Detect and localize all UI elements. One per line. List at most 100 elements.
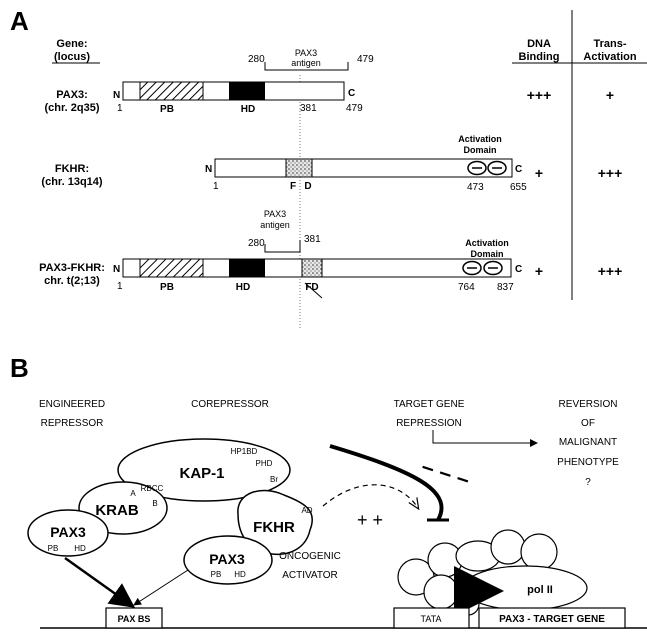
fkhr-activation-dashed-arrow: [322, 484, 418, 508]
fkhr-ad-end: 655: [510, 182, 527, 193]
pax3-dna-binding: +++: [527, 87, 552, 103]
target-gene-repression-label: TARGET GENE: [394, 399, 465, 410]
oncogenic-activator-label-2: ACTIVATOR: [282, 570, 338, 581]
fusion-antigen-start: 280: [248, 238, 265, 249]
pax3-transactivation: +: [606, 87, 614, 103]
pax-binding-site-box: [105, 607, 163, 629]
engineered-pax3-hd: HD: [74, 544, 86, 553]
plus-signs: + +: [357, 510, 383, 530]
panel-a: A Gene: (locus) DNA Binding Trans- Activ…: [10, 6, 647, 328]
transcription-factor-complex: [520, 533, 558, 571]
pax3-start-pos: 1: [117, 103, 123, 114]
fusion-paired-box-domain: [139, 258, 204, 278]
pol-ii-label: pol II: [527, 584, 553, 596]
target-gene-repression-label-2: REPRESSION: [396, 418, 462, 429]
fusion-c-terminus: C: [515, 264, 522, 275]
fkhr-ad-start: 473: [467, 182, 484, 193]
fkhr-row: FKHR: (chr. 13q14) Activation Domain N C…: [41, 134, 622, 193]
dna-binding-header: DNA: [527, 38, 551, 50]
reversion-label-2: OF: [581, 418, 595, 429]
fkhr-transactivation: +++: [598, 165, 623, 181]
oncogenic-pax3-hd: HD: [234, 570, 246, 579]
fusion-breakpoint-mark: [304, 282, 323, 299]
engineered-pax3-pb: PB: [48, 544, 59, 553]
fusion-ad-start: 764: [458, 282, 475, 293]
fusion-antigen-end: 381: [304, 234, 321, 245]
fusion-activation-domain-label: Activation: [465, 238, 509, 248]
fusion-transactivation: +++: [598, 263, 623, 279]
phd-domain-label: PHD: [256, 459, 273, 468]
reversion-question-mark: ?: [585, 477, 591, 488]
locus-header: (locus): [54, 51, 90, 63]
pax3-locus: (chr. 2q35): [44, 102, 99, 114]
fkhr-ad-label: AD: [301, 506, 312, 515]
fkhr-f-label: F: [290, 181, 296, 192]
kap1-repression-arrow: [329, 444, 444, 521]
pax3-homeodomain: [229, 82, 265, 100]
fusion-row: PAX3-FKHR: chr. t(2;13) PAX3 antigen 280…: [39, 209, 623, 299]
fusion-n-terminus: N: [113, 264, 120, 275]
pax3-paired-box-domain: [139, 81, 204, 101]
oncogenic-pax3-pb: PB: [211, 570, 222, 579]
transcription-factor-complex: [423, 574, 459, 610]
reversion-label-3: MALIGNANT: [559, 437, 617, 448]
fusion-locus: chr. t(2;13): [44, 275, 100, 287]
oncogenic-binding-arrow: [133, 569, 189, 606]
fusion-dna-binding: +: [535, 263, 543, 279]
tata-label: TATA: [421, 614, 442, 624]
hp1bd-domain-label: HP1BD: [231, 447, 258, 456]
pax-binding-site-label: PAX BS: [118, 614, 151, 624]
pax3-antigen-start: 280: [248, 54, 265, 65]
fkhr-n-terminus: N: [205, 164, 212, 175]
fkhr-c-terminus: C: [515, 164, 522, 175]
rbcc-domain-label: RBCC: [141, 484, 164, 493]
pax3-antigen-label-2: antigen: [291, 58, 321, 68]
kap1-label: KAP-1: [179, 465, 224, 482]
engineered-repressor-label-2: REPRESSOR: [41, 418, 104, 429]
br-domain-label: Br: [270, 475, 278, 484]
krab-label: KRAB: [95, 502, 138, 519]
fkhr-locus: (chr. 13q14): [41, 176, 102, 188]
target-gene-box: [478, 607, 626, 629]
fusion-gene-name: PAX3-FKHR:: [39, 262, 105, 274]
pax3-row: PAX3: (chr. 2q35) 280 PAX3 antigen 479 N…: [44, 48, 614, 115]
fusion-antigen-label-2: antigen: [260, 220, 290, 230]
gene-header: Gene:: [56, 38, 87, 50]
pax3-gene-name: PAX3:: [56, 89, 88, 101]
panel-b: B ENGINEERED REPRESSOR COREPRESSOR TARGE…: [10, 353, 647, 629]
tata-box: [393, 607, 470, 629]
fkhr-activation-domain-label: Activation: [458, 134, 502, 144]
engineered-binding-arrow: [64, 556, 136, 608]
pax3-pos-381: 381: [300, 103, 317, 114]
pol-ii-complex: [462, 565, 588, 611]
krab-a-box-label: A: [130, 489, 136, 498]
fusion-ad-end: 837: [497, 282, 514, 293]
engineered-repressor-label: ENGINEERED: [39, 399, 105, 410]
pax3-pb-label: PB: [160, 104, 174, 115]
fusion-forkhead-domain: [301, 258, 323, 278]
fusion-fd-label: FD: [305, 282, 318, 293]
reversion-label-4: PHENOTYPE: [557, 457, 619, 468]
fkhr-activation-domain-label-2: Domain: [463, 145, 496, 155]
fkhr-dna-binding: +: [535, 165, 543, 181]
pax3-antigen-label: PAX3: [295, 48, 317, 58]
transcription-factor-complex: [490, 529, 526, 565]
fkhr-gene-name: FKHR:: [55, 163, 89, 175]
fkhr-forkhead-domain: [285, 158, 313, 178]
engineered-pax3-label: PAX3: [50, 524, 86, 540]
panel-a-label: A: [10, 6, 29, 36]
fusion-pb-label: PB: [160, 282, 174, 293]
fusion-homeodomain: [229, 259, 265, 277]
fkhr-start-pos: 1: [213, 181, 219, 192]
kap1-protein: [117, 438, 291, 502]
fusion-antigen-bracket: [264, 240, 301, 253]
pax3-antigen-end: 479: [357, 54, 374, 65]
oncogenic-pax3-label: PAX3: [209, 551, 245, 567]
dna-binding-header-2: Binding: [519, 51, 560, 63]
corepressor-label: COREPRESSOR: [191, 399, 269, 410]
pax3-antigen-bracket: [264, 62, 349, 71]
krab-b-box-label: B: [152, 499, 157, 508]
target-gene-label: PAX3 - TARGET GENE: [499, 614, 605, 625]
pax3-hd-label: HD: [241, 104, 255, 115]
repression-to-reversion-arrow: [432, 430, 538, 447]
